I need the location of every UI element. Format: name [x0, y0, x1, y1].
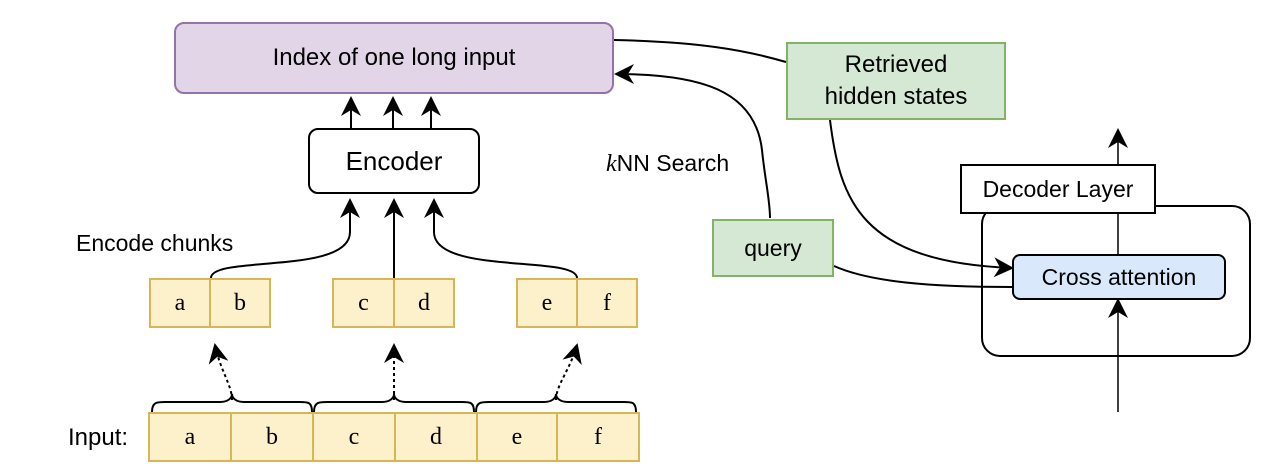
chunk-2-right: d — [393, 278, 455, 328]
encoder-label: Encoder — [345, 145, 443, 176]
index-box-label: Index of one long input — [272, 44, 516, 71]
query-to-index-arrow — [614, 64, 771, 219]
query-to-cross-attention-line — [833, 265, 1013, 288]
decoder-layer-label: Decoder Layer — [982, 175, 1134, 202]
retrieved-line-1: Retrieved — [844, 51, 948, 78]
chunk-1-right: b — [209, 278, 271, 328]
cross-attention-box: Cross attention — [1012, 254, 1226, 300]
index-to-retrieved-line — [613, 39, 787, 63]
knn-k: k — [606, 151, 617, 177]
chunk1-to-encoder-arrow — [210, 198, 360, 279]
chunk-2-left: c — [332, 278, 395, 328]
input-token-a: a — [148, 412, 232, 462]
input-token-d: d — [394, 412, 478, 462]
cross-attention-label: Cross attention — [1041, 263, 1197, 290]
chunk-1-left: a — [149, 278, 211, 328]
input-brace-2 — [313, 393, 475, 413]
encoder-box: Encoder — [308, 128, 480, 194]
chunk3-to-encoder-arrow — [424, 198, 578, 279]
input-to-chunk1-arrow — [208, 343, 233, 401]
chunk-3-right: f — [576, 278, 638, 328]
encode-chunks-label: Encode chunks — [76, 230, 234, 256]
retrieved-hidden-states-box: Retrieved hidden states — [786, 42, 1006, 120]
query-label: query — [744, 234, 802, 261]
query-box: query — [712, 219, 834, 277]
input-token-c: c — [312, 412, 396, 462]
input-to-chunk3-arrow — [555, 343, 582, 401]
input-brace-1 — [151, 393, 313, 413]
knn-rest: NN Search — [616, 150, 730, 176]
input-label: Input: — [68, 424, 129, 451]
input-token-f: f — [556, 412, 640, 462]
knn-search-label: kNN Search — [606, 150, 729, 178]
retrieved-to-cross-attention-arrow — [829, 119, 1014, 278]
index-box: Index of one long input — [174, 22, 614, 94]
retrieved-line-2: hidden states — [824, 83, 968, 110]
chunk-3-left: e — [516, 278, 578, 328]
input-token-e: e — [476, 412, 558, 462]
input-token-b: b — [230, 412, 314, 462]
input-brace-3 — [475, 393, 637, 413]
decoder-layer-box: Decoder Layer — [960, 164, 1156, 214]
